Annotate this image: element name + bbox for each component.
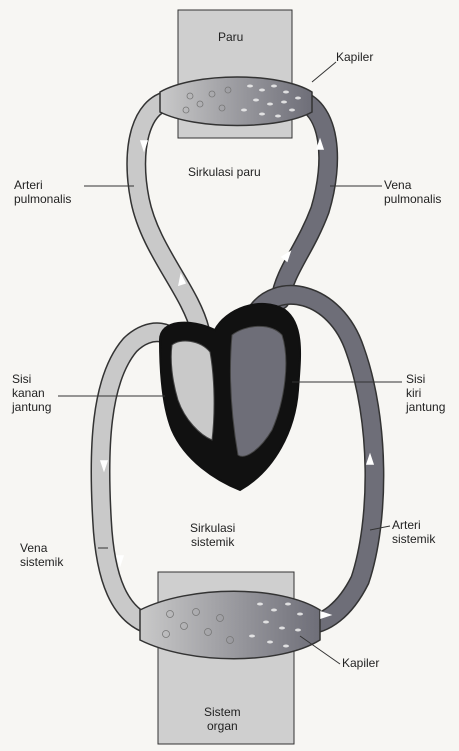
organ-capillary-bed xyxy=(140,591,320,659)
vena-pulmonalis-label: Vena pulmonalis xyxy=(384,178,441,206)
arteri-pulmonalis-label: Arteri pulmonalis xyxy=(14,178,71,206)
vena-sistemik-label: Vena sistemik xyxy=(20,541,63,569)
paru-label: Paru xyxy=(218,30,243,44)
kapiler-bottom-label: Kapiler xyxy=(342,656,379,670)
arteri-sistemik-label: Arteri sistemik xyxy=(392,518,435,546)
sirkulasi-paru-label: Sirkulasi paru xyxy=(188,165,261,179)
sirkulasi-sistemik-label: Sirkulasi sistemik xyxy=(190,521,235,549)
sisi-kiri-jantung-label: Sisi kiri jantung xyxy=(406,372,445,414)
lung-capillary-bed xyxy=(160,77,312,126)
sisi-kanan-jantung-label: Sisi kanan jantung xyxy=(12,372,51,414)
sistem-organ-label: Sistem organ xyxy=(204,705,241,733)
kapiler-top-label: Kapiler xyxy=(336,50,373,64)
